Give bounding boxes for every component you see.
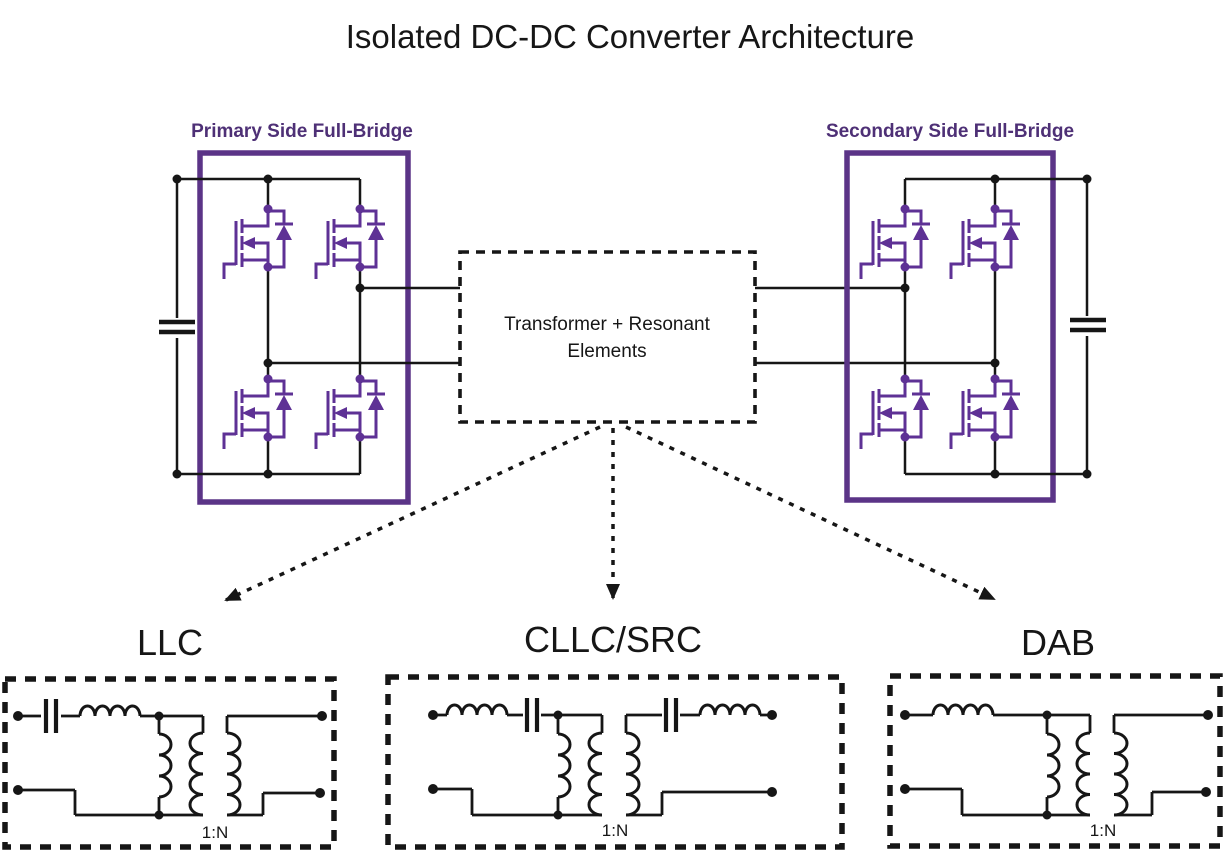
dab-wires (905, 713, 1208, 817)
junction-dot (263, 469, 273, 479)
topology-arrows (224, 425, 996, 602)
dab-outline (887, 673, 1223, 849)
llc-circuit: LLC 1:N (2, 622, 337, 850)
block-output-wires (755, 286, 995, 365)
terminal-dot (1201, 787, 1211, 797)
magnetizing-inductor-icon (556, 732, 572, 799)
series-capacitor-icon (524, 698, 540, 732)
terminal-dot (317, 711, 327, 721)
terminal-dot (315, 788, 325, 798)
dab-circuit: DAB 1:N (887, 622, 1223, 849)
terminal-dot (900, 710, 910, 720)
junction-dot (172, 469, 182, 479)
transformer-block-label-line2: Elements (567, 341, 646, 362)
cllc-src-outline (385, 674, 845, 850)
mosfet-icon (222, 203, 295, 281)
primary-bridge-label: Primary Side Full-Bridge (191, 121, 413, 142)
junction-dot (990, 174, 1000, 184)
terminal-dot (13, 785, 23, 795)
junction-dot (553, 810, 563, 820)
secondary-bridge: Secondary Side Full-Bridge (826, 121, 1106, 503)
junction-dot (1082, 174, 1092, 184)
cllc-src-turns-ratio-label: 1:N (602, 821, 628, 840)
terminal-dot (13, 711, 23, 721)
llc-wires (18, 714, 322, 817)
junction-dot (172, 174, 182, 184)
mosfet-icon (859, 373, 932, 451)
arrow-to-llc (224, 425, 601, 602)
transformer-icon (587, 731, 641, 817)
series-inductor-icon (445, 703, 509, 717)
dc-link-capacitor-icon (159, 319, 195, 335)
terminal-dot (428, 784, 438, 794)
series-inductor-icon (698, 703, 762, 717)
primary-bridge-wires (175, 177, 460, 476)
page-title: Isolated DC-DC Converter Architecture (346, 18, 915, 55)
junction-dot (900, 283, 910, 293)
junction-dot (1042, 710, 1052, 720)
mosfet-icon (949, 203, 1022, 281)
transformer-icon (188, 731, 242, 817)
terminal-dot (767, 710, 777, 720)
terminal-dot (1203, 710, 1213, 720)
series-inductor-icon (78, 704, 142, 718)
terminal-dot (900, 784, 910, 794)
transformer-resonant-block: Transformer + Resonant Elements (458, 250, 995, 424)
mosfet-icon (949, 373, 1022, 451)
dc-link-capacitor-icon (1070, 317, 1106, 333)
cllc-src-label: CLLC/SRC (524, 619, 702, 660)
junction-dot (1042, 810, 1052, 820)
transformer-block-outline (458, 250, 757, 424)
series-capacitor-icon (43, 699, 59, 733)
primary-bridge-outline (197, 150, 411, 505)
transformer-icon (1075, 731, 1129, 817)
junction-dot (1082, 469, 1092, 479)
mosfet-icon (859, 203, 932, 281)
llc-turns-ratio-label: 1:N (202, 823, 228, 842)
magnetizing-inductor-icon (1045, 732, 1061, 799)
mosfet-icon (314, 203, 387, 281)
junction-dot (263, 174, 273, 184)
mosfet-icon (314, 373, 387, 451)
junction-dot (990, 358, 1000, 368)
magnetizing-inductor-icon (157, 732, 173, 799)
series-inductor-icon (931, 703, 995, 717)
junction-dot (154, 810, 164, 820)
llc-label: LLC (137, 622, 203, 663)
terminal-dot (428, 710, 438, 720)
secondary-bridge-outline (844, 150, 1056, 503)
dab-turns-ratio-label: 1:N (1090, 821, 1116, 840)
junction-dot (355, 283, 365, 293)
junction-dot (990, 469, 1000, 479)
dab-label: DAB (1021, 622, 1095, 663)
series-capacitor-icon (663, 698, 679, 732)
secondary-bridge-label: Secondary Side Full-Bridge (826, 121, 1074, 142)
junction-dot (553, 710, 563, 720)
primary-bridge: Primary Side Full-Bridge (159, 121, 460, 505)
junction-dot (263, 358, 273, 368)
transformer-block-label-line1: Transformer + Resonant (504, 314, 710, 335)
cllc-src-wires (433, 713, 772, 817)
junction-dot (154, 711, 164, 721)
mosfet-icon (222, 373, 295, 451)
arrow-to-dab (625, 425, 996, 601)
llc-outline (2, 676, 337, 850)
terminal-dot (767, 787, 777, 797)
cllc-src-circuit: CLLC/SRC 1:N (385, 619, 845, 850)
